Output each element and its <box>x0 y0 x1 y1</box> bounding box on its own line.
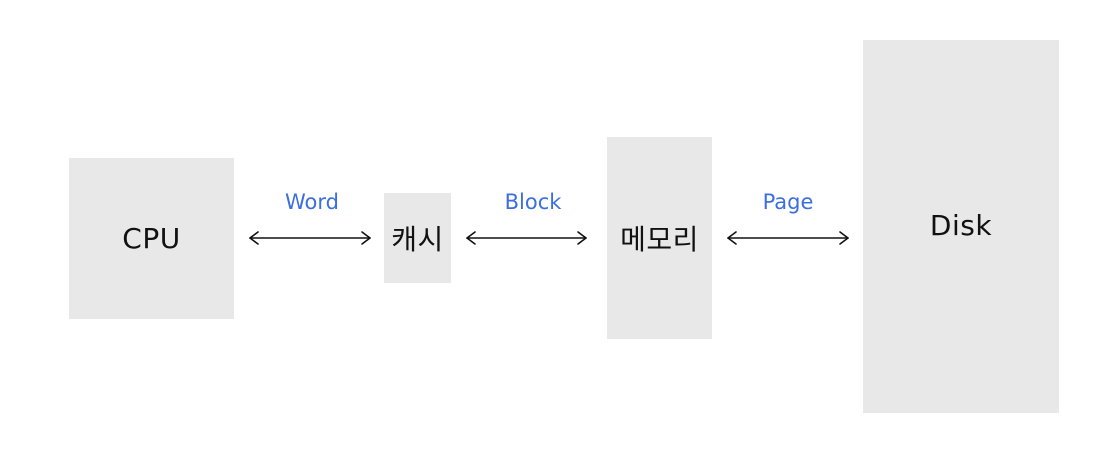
cache-memory-arrow <box>466 231 587 245</box>
memory-disk-arrow <box>727 231 849 245</box>
cpu-node: CPU <box>69 158 234 319</box>
page-link-label: Page <box>762 190 814 214</box>
cpu-label: CPU <box>122 222 181 255</box>
disk-label: Disk <box>929 209 993 242</box>
memory-node: 메모리 <box>607 137 712 339</box>
cpu-cache-arrow <box>249 231 371 245</box>
memory-label: 메모리 <box>620 223 699 256</box>
block-link-label: Block <box>504 190 562 214</box>
word-link-label: Word <box>285 190 339 214</box>
cache-label: 캐시 <box>391 223 444 256</box>
disk-node: Disk <box>863 40 1059 413</box>
cache-node: 캐시 <box>384 193 451 283</box>
